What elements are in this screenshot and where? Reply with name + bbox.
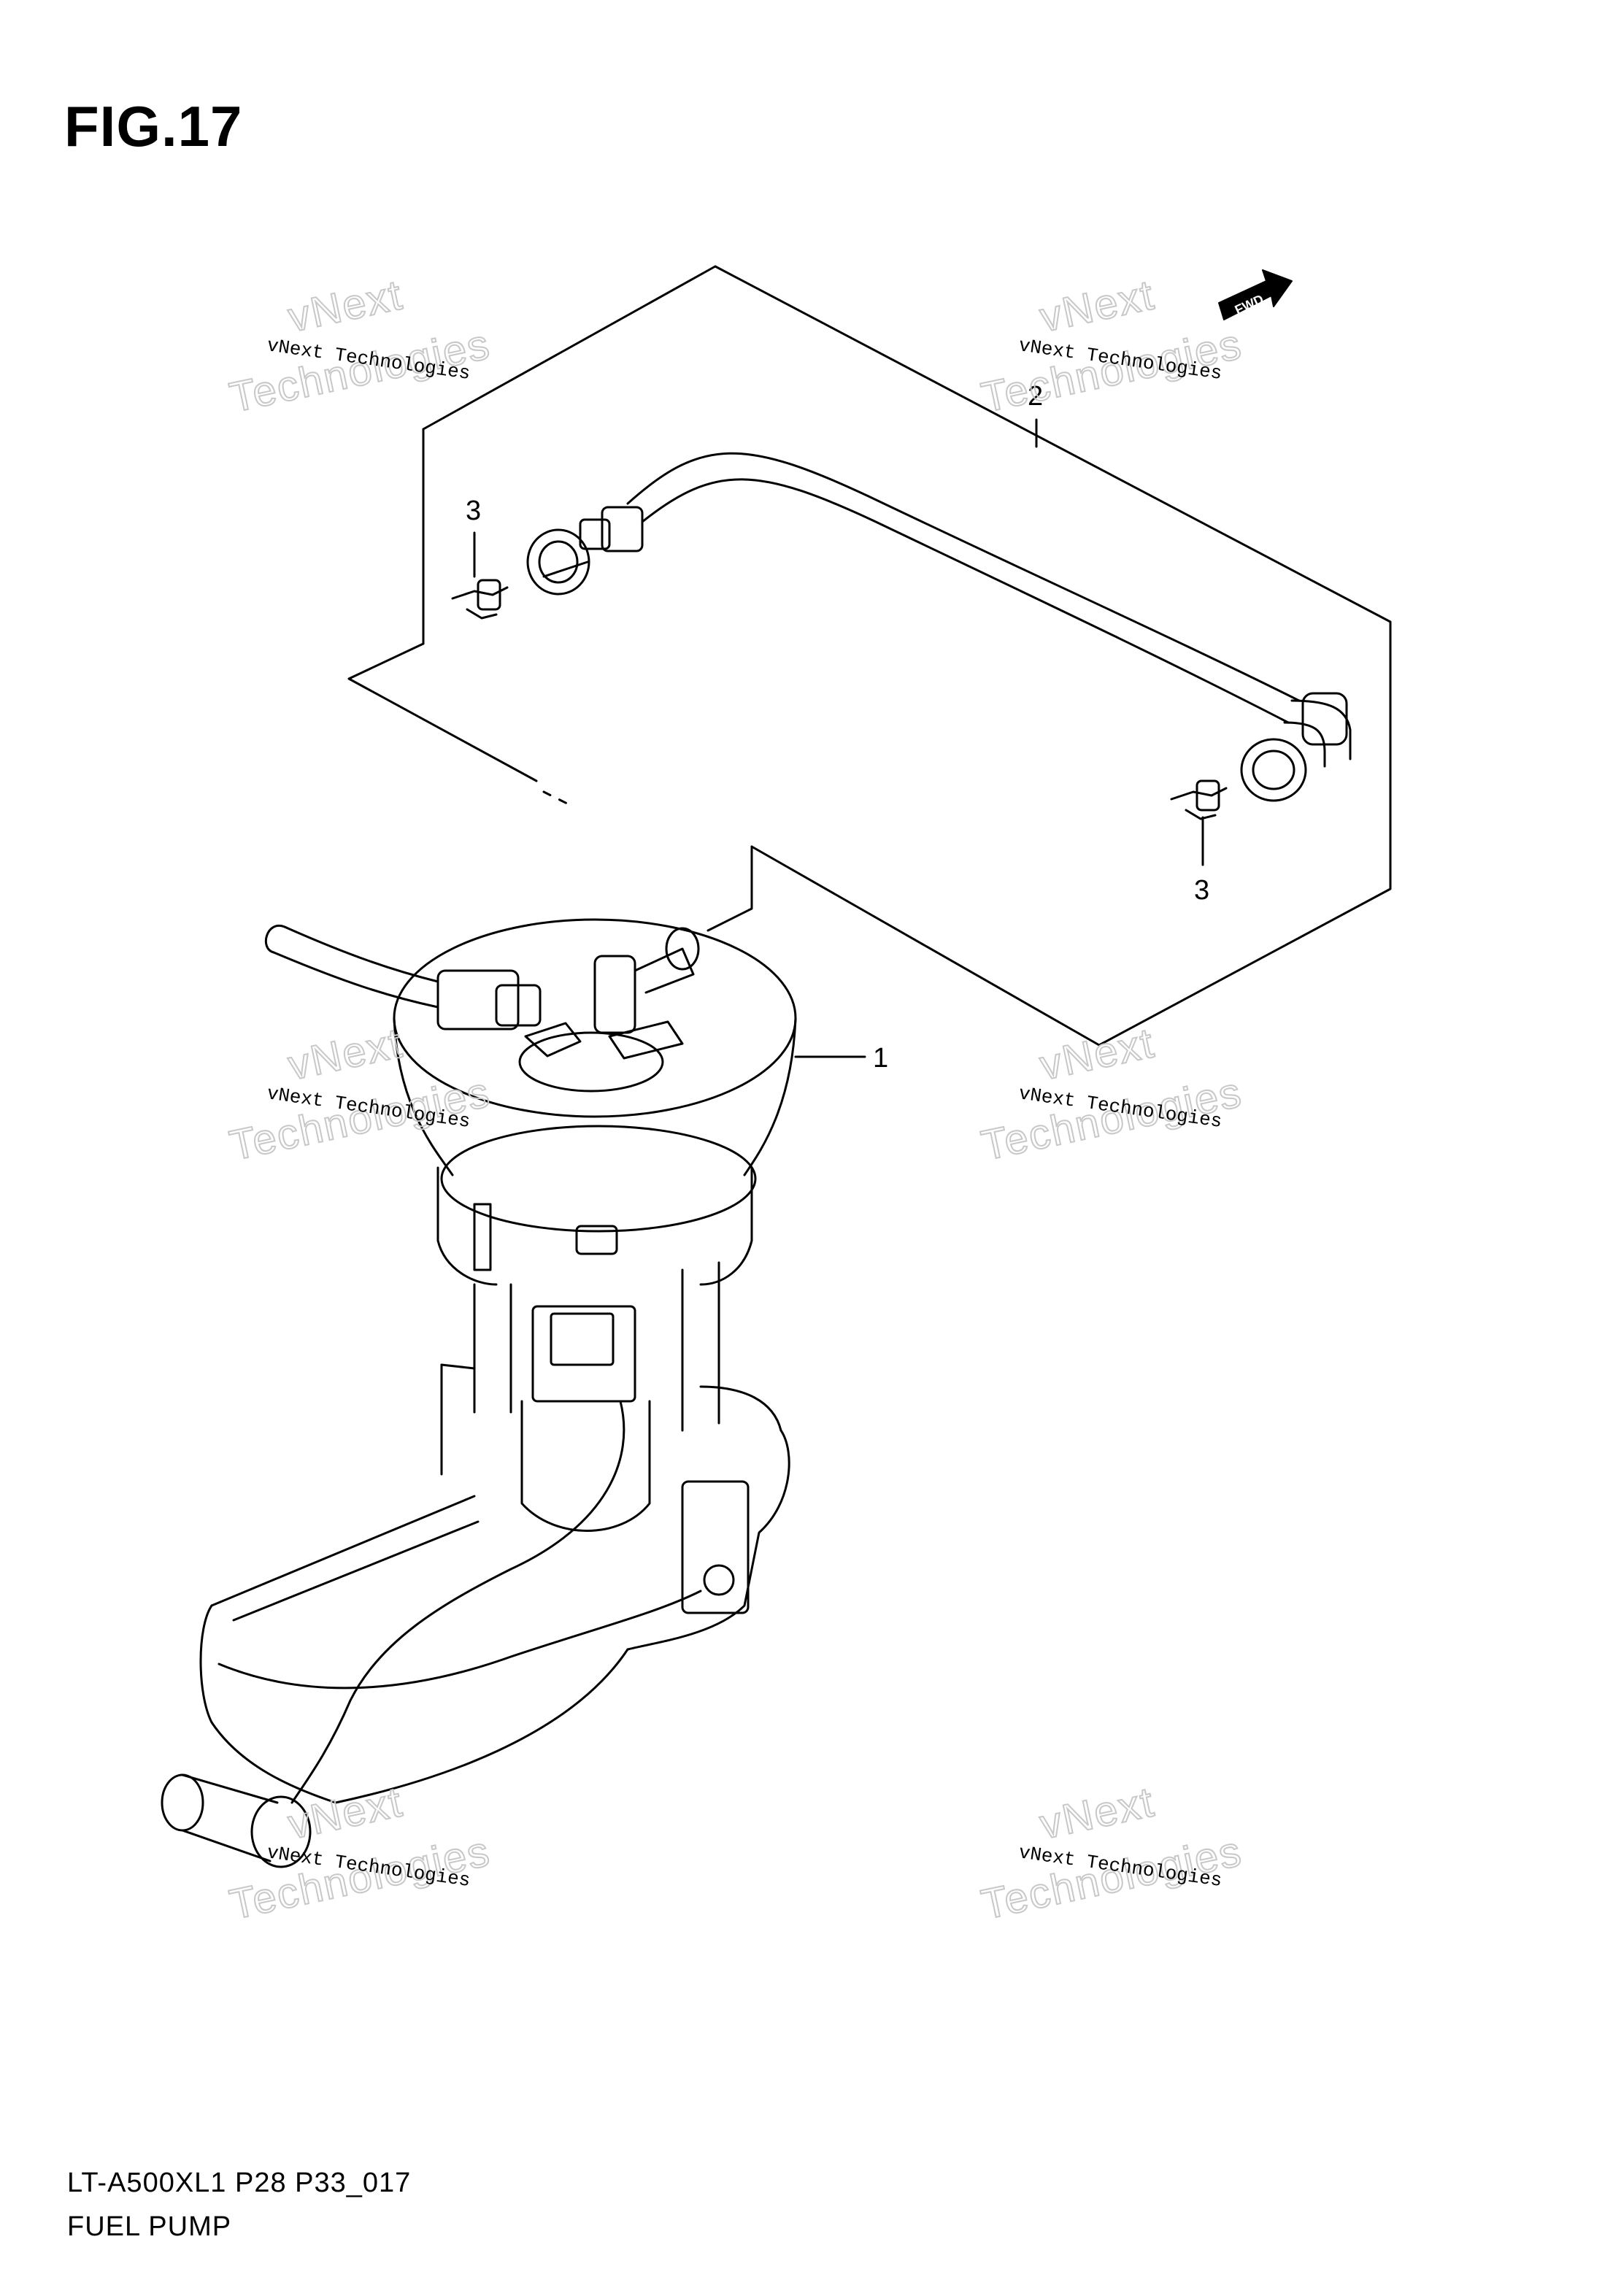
watermark-mid-left: vNext Technologies vNext Technologies	[225, 1018, 495, 1170]
watermark-bottom-left: vNext Technologies vNext Technologies	[225, 1777, 495, 1929]
svg-text:vNext: vNext	[1036, 271, 1158, 341]
callout-1: 1	[873, 1043, 888, 1074]
watermark-mid-right: vNext Technologies vNext Technologies	[977, 1018, 1247, 1170]
watermark-top-left: vNext Technologies vNext Technologies	[225, 270, 495, 422]
figure-title: FIG.17	[64, 94, 243, 158]
svg-text:vNext: vNext	[1036, 1019, 1158, 1089]
svg-text:vNext: vNext	[1036, 1778, 1158, 1848]
fuel-hose	[526, 452, 1352, 802]
fwd-arrow-icon	[1218, 269, 1293, 320]
fuel-pump-assembly	[161, 918, 797, 1868]
callout-3-lower: 3	[1194, 875, 1209, 906]
callout-3-upper: 3	[466, 496, 481, 526]
watermark-top-right: vNext Technologies vNext Technologies	[977, 270, 1247, 422]
model-code: LT-A500XL1 P28 P33_017	[67, 2168, 412, 2198]
hose-kit-outline	[347, 265, 1392, 1047]
callout-2: 2	[1028, 381, 1043, 412]
hose-clip-upper	[451, 531, 509, 620]
watermark-bottom-right: vNext Technologies vNext Technologies	[977, 1777, 1247, 1929]
section-name: FUEL PUMP	[67, 2211, 232, 2242]
svg-text:vNext: vNext	[284, 1019, 407, 1089]
svg-text:vNext: vNext	[284, 271, 407, 341]
hose-clip-lower	[1170, 779, 1228, 866]
